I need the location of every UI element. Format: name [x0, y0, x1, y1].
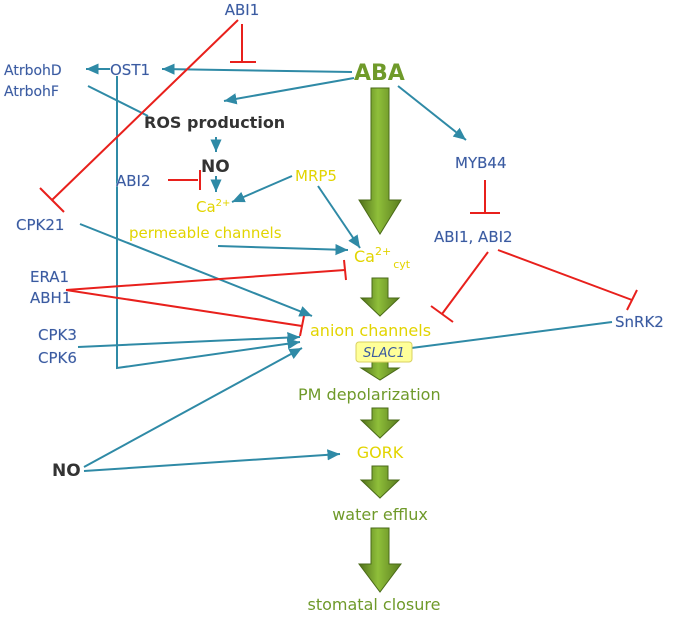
label-mrp5: MRP5 [295, 167, 337, 185]
arrow-perm-to-ca-cyt [217, 244, 349, 256]
label-permeable-channels: permeable channels [129, 224, 282, 242]
label-snrk2: SnRK2 [615, 313, 664, 331]
label-ca-cyt: Ca2+cyt [354, 245, 411, 271]
ca-cyt-ca: Ca [354, 247, 375, 266]
flow-arrow-slac1-to-pm [359, 361, 401, 381]
inhibit-abh1-to-anion [65, 289, 303, 327]
inhibit-abi-to-snrk2-bar [626, 289, 638, 311]
label-gork: GORK [357, 443, 404, 462]
flow-arrow-pm-to-gork [359, 407, 401, 439]
label-era1: ERA1 [30, 268, 69, 286]
arrow-no-to-gork [83, 449, 341, 472]
label-abi2: ABI2 [116, 172, 151, 190]
label-atrbohd: AtrbohD [4, 63, 62, 79]
arrow-no-to-anion [83, 347, 303, 468]
inhibit-abh1-to-anion-bar [299, 315, 305, 337]
label-ost1: OST1 [110, 61, 150, 79]
ca-perm-sup: 2+ [216, 198, 231, 209]
label-no-top: NO [201, 157, 230, 177]
label-abi1-top: ABI1 [225, 1, 260, 19]
activation-arrows [77, 63, 613, 472]
inhibit-abi-to-anion-bar [430, 305, 454, 323]
ca-perm-ca: Ca [196, 198, 216, 216]
label-atrbohf: AtrbohF [4, 84, 59, 100]
arrow-mrp5-to-ca-perm [231, 175, 293, 203]
flow-arrow-aba-to-ca [358, 87, 402, 235]
inhibition-lines [39, 19, 638, 337]
label-no-bottom: NO [52, 461, 81, 481]
label-abh1: ABH1 [30, 289, 71, 307]
label-cpk21: CPK21 [16, 216, 64, 234]
arrow-aba-to-ost1 [161, 63, 353, 75]
arrow-aba-to-ros [223, 77, 355, 105]
label-cpk3: CPK3 [38, 326, 77, 344]
ca-cyt-sub: cyt [393, 258, 411, 271]
arrow-ost1-to-anion [116, 76, 301, 370]
inhibit-abi1-to-cpk21-bar [39, 187, 65, 213]
label-stomatal-closure: stomatal closure [308, 595, 441, 614]
label-water-efflux: water efflux [332, 505, 428, 524]
inhibit-abi-to-snrk2 [497, 249, 633, 301]
arrow-snrk2-to-slac1 [395, 321, 613, 354]
label-cpk6: CPK6 [38, 349, 77, 367]
label-ca-perm: Ca2+ [196, 198, 230, 216]
inhibit-abh1-to-ca [65, 269, 346, 291]
main-flow-arrows [358, 87, 402, 593]
arrow-aba-to-myb44 [397, 85, 467, 141]
inhibit-abh1-to-ca-bar [343, 259, 347, 281]
flow-arrow-water-to-closure [358, 527, 402, 593]
flow-arrow-gork-to-water [359, 465, 401, 499]
node-labels: ABI1 AtrbohD AtrbohF OST1 ABA ROS produc… [4, 1, 664, 614]
label-myb44: MYB44 [455, 154, 506, 172]
label-aba: ABA [354, 61, 405, 86]
label-slac1: SLAC1 [363, 346, 405, 361]
flow-arrow-ca-to-anion [359, 277, 401, 317]
arrow-mrp5-to-ca-cyt [317, 185, 361, 249]
ca-cyt-sup: 2+ [375, 245, 391, 258]
arrow-cpk3-to-anion [77, 331, 301, 348]
arrow-cpk21-to-anion [79, 223, 313, 317]
inhibit-abi1-to-cpk21 [51, 19, 239, 201]
label-anion-channels: anion channels [310, 321, 431, 340]
label-abi1-abi2: ABI1, ABI2 [434, 228, 513, 246]
label-pm-depolarization: PM depolarization [298, 385, 441, 404]
slac1-highlight [355, 341, 413, 363]
inhibit-abi-to-anion [441, 251, 489, 315]
label-ros-production: ROS production [144, 113, 285, 132]
